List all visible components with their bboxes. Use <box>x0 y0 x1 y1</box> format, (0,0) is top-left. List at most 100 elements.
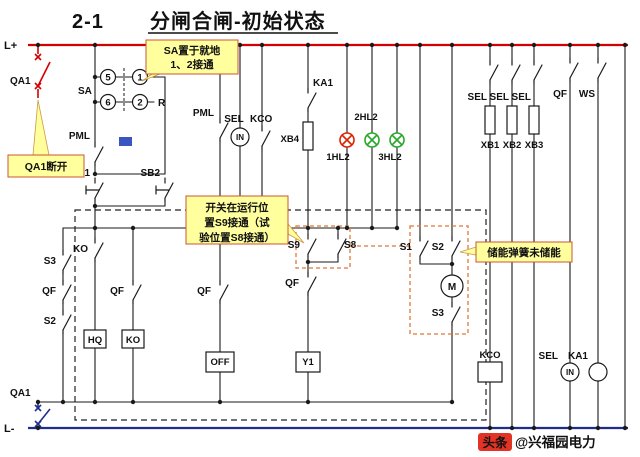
terminal-xb1 <box>484 105 496 135</box>
label-sel-bottom: SEL <box>539 351 558 362</box>
callout-spring-text: 储能弹簧未储能 <box>487 246 561 259</box>
watermark: 头条 @兴福园电力 <box>478 433 596 451</box>
page-title: 分闸合闸-初始状态 <box>150 9 326 33</box>
meter-in-bottom <box>560 362 580 382</box>
rail-positive-label: L+ <box>4 40 17 52</box>
callout-switch-line3: 验位置S8接通） <box>199 231 275 244</box>
callout-qa1-open: QA1断开 <box>7 99 85 178</box>
indicator-lamps <box>339 132 405 148</box>
label-xb3: XB3 <box>525 140 543 151</box>
terminal-xb4 <box>302 121 314 151</box>
callout-sa-local: SA置于就地 1、2接通 <box>141 39 239 82</box>
motor-symbol <box>440 274 464 298</box>
label-ka1-bottom: KA1 <box>568 351 588 362</box>
watermark-badge-text: 头条 <box>482 435 508 450</box>
label-sel-c: SEL <box>512 92 531 103</box>
terminal-xb3 <box>528 105 540 135</box>
title: 2-1 分闸合闸-初始状态 <box>72 9 338 34</box>
label-s8: S8 <box>344 240 357 251</box>
label-ko-coil: KO <box>126 335 140 346</box>
label-kco-top: KCO <box>250 114 272 125</box>
label-lamp1: 1HL2 <box>326 152 349 163</box>
contacts <box>62 57 607 335</box>
label-sel-a: SEL <box>468 92 487 103</box>
callout-qa1-text: QA1断开 <box>25 160 68 173</box>
label-qf-right: QF <box>553 89 567 100</box>
callout-spring-box <box>475 241 573 263</box>
callout-switch-line2: 置S9接通（试 <box>204 216 270 229</box>
negative-rail: L- <box>4 423 628 435</box>
label-lamp3: 3HL2 <box>378 152 401 163</box>
watermark-badge-bg <box>478 433 512 451</box>
selector-label: SA <box>78 86 92 97</box>
callout-switch-position: 开关在运行位 置S9接通（试 验位置S8接通） <box>185 195 305 245</box>
coil-kco <box>477 361 503 383</box>
label-lamp2: 2HL2 <box>354 112 377 123</box>
relay-ka1-bottom <box>588 362 608 382</box>
component-labels: PML SB1 SB2 PML SEL KCO XB4 KA1 1HL2 2HL… <box>42 78 595 368</box>
callout-qa1-box <box>7 154 85 178</box>
breaker-qa1-bottom-label: QA1 <box>10 388 31 399</box>
label-ko-contact: KO <box>73 244 88 255</box>
callout-sa-line1: SA置于就地 <box>164 44 221 57</box>
label-xb1: XB1 <box>481 140 500 151</box>
selector-contact-1: 1 <box>137 73 143 84</box>
meter-in-top <box>230 127 250 147</box>
label-xb2: XB2 <box>503 140 521 151</box>
meter-in-top-label: IN <box>236 133 244 142</box>
lamp-1hl2-icon <box>339 132 355 148</box>
callout-spring: 储能弹簧未储能 <box>459 241 573 263</box>
label-ws: WS <box>579 89 595 100</box>
label-s2-left: S2 <box>44 316 57 327</box>
lamp-3hl2-icon <box>389 132 405 148</box>
mechanical-linkage <box>295 225 469 335</box>
rail-negative-label: L- <box>4 423 15 435</box>
label-sb2: SB2 <box>141 168 161 179</box>
callout-sa-box <box>145 39 239 75</box>
callout-sa-line2: 1、2接通 <box>170 58 214 71</box>
label-off-coil: OFF <box>211 357 230 368</box>
resistor-r-label: R <box>158 98 166 109</box>
callout-switch-box <box>185 195 289 245</box>
coil-hq <box>83 329 107 349</box>
selector-contact-6: 6 <box>105 98 110 109</box>
breaker-qa1-top <box>34 45 51 98</box>
label-sel-top: SEL <box>224 114 243 125</box>
label-sel-b: SEL <box>490 92 509 103</box>
positive-rail: L+ <box>4 40 628 52</box>
label-s2-right: S2 <box>432 242 445 253</box>
label-qf-c: QF <box>285 278 299 289</box>
coil-ko <box>121 329 145 349</box>
label-pml-mid: PML <box>193 108 214 119</box>
junction-dots <box>35 42 628 431</box>
wiring <box>37 44 626 429</box>
devices: IN IN <box>83 105 608 383</box>
lamp-2hl2-icon <box>364 132 380 148</box>
blue-indicator-block <box>119 137 132 146</box>
label-qf-a: QF <box>110 286 124 297</box>
label-s3-right: S3 <box>432 308 445 319</box>
label-hq-coil: HQ <box>88 335 102 346</box>
selector-sa: 5 1 6 2 SA R <box>78 68 166 111</box>
terminal-xb2 <box>506 105 518 135</box>
callout-qa1-pointer <box>32 99 50 156</box>
label-y1-coil: Y1 <box>302 357 314 368</box>
label-qf-left: QF <box>42 286 56 297</box>
label-s3-left: S3 <box>44 256 57 267</box>
label-pml-left: PML <box>69 131 90 142</box>
label-xb4: XB4 <box>281 134 300 145</box>
coil-off <box>205 351 235 373</box>
breaker-qa1-top-label: QA1 <box>10 76 31 87</box>
label-kco-coil: KCO <box>479 350 500 361</box>
label-s1: S1 <box>400 242 413 253</box>
label-s9: S9 <box>288 240 301 251</box>
breaker-qa1-bottom <box>34 402 51 428</box>
label-qf-b: QF <box>197 286 211 297</box>
callout-switch-line1: 开关在运行位 <box>206 201 269 214</box>
title-number: 2-1 <box>72 11 104 33</box>
label-ka1-top: KA1 <box>313 78 333 89</box>
coil-y1 <box>295 351 321 373</box>
selector-contact-2: 2 <box>137 98 142 109</box>
